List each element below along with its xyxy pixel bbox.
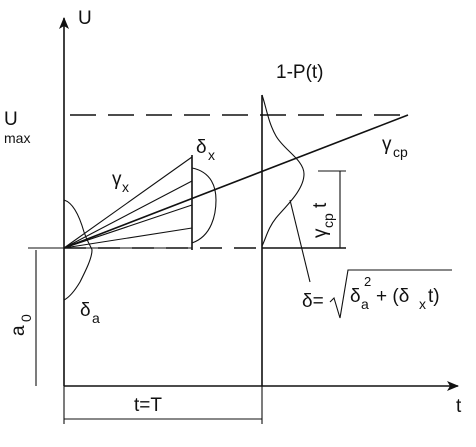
x-axis-label: t bbox=[456, 396, 462, 417]
gamma-cp-subscript: cp bbox=[393, 144, 408, 160]
gamma-x-subscript: x bbox=[122, 179, 129, 195]
svg-text:2: 2 bbox=[364, 274, 371, 289]
formula-lhs: δ= bbox=[302, 291, 324, 312]
delta-x-label: δ bbox=[196, 137, 207, 158]
a0-label: a 0 bbox=[8, 314, 34, 336]
gamma-x-label: γ bbox=[112, 169, 122, 190]
period-label: t=T bbox=[134, 395, 162, 416]
prob-label: 1-P(t) bbox=[276, 62, 324, 83]
delta-x-subscript: x bbox=[208, 147, 215, 163]
y-axis-label: U bbox=[78, 8, 92, 29]
delta-a-distribution-curve bbox=[63, 199, 93, 301]
prob-distribution-curve bbox=[261, 94, 305, 247]
formula-leader-line bbox=[289, 199, 311, 283]
u-max-label: U bbox=[4, 109, 18, 130]
sigma-formula: δ= δ a 2 + (δ x t) bbox=[302, 269, 452, 319]
delta-x-distribution-curve bbox=[191, 167, 217, 244]
sqrt-sign bbox=[329, 269, 452, 319]
gamma-cp-label: γ bbox=[382, 134, 392, 155]
delta-a-label: δ bbox=[80, 300, 91, 321]
svg-text:a: a bbox=[361, 296, 369, 312]
u-max-subscript: max bbox=[4, 130, 30, 146]
mean-trend-line bbox=[63, 114, 409, 249]
svg-text:δ: δ bbox=[350, 286, 361, 307]
svg-text:a: a bbox=[8, 325, 29, 336]
svg-text:+ (δ: + (δ bbox=[376, 286, 409, 307]
gamma-cp-t-label: γ cp t bbox=[310, 202, 336, 238]
rate-fan bbox=[63, 155, 193, 250]
delta-a-subscript: a bbox=[92, 310, 100, 326]
svg-text:γ: γ bbox=[310, 228, 331, 238]
svg-text:t): t) bbox=[428, 286, 440, 307]
svg-text:t: t bbox=[310, 202, 331, 208]
svg-text:0: 0 bbox=[18, 314, 34, 322]
svg-text:cp: cp bbox=[320, 213, 336, 228]
svg-text:x: x bbox=[419, 296, 426, 312]
